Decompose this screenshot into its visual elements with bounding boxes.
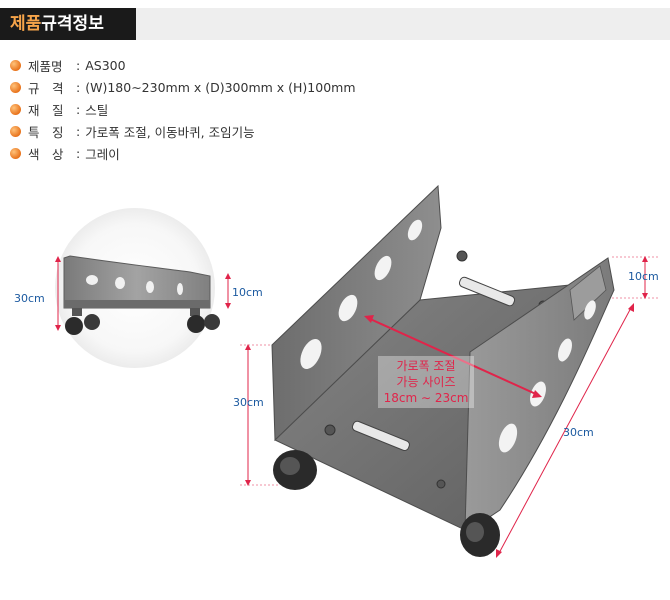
right-wall-flange bbox=[569, 265, 607, 321]
header-title: 제품규격정보 bbox=[0, 8, 136, 40]
label-main-depth-left: 30cm bbox=[233, 396, 264, 409]
left-wall bbox=[271, 184, 442, 442]
bullet-icon bbox=[10, 147, 21, 159]
header-title-accent: 제품 bbox=[10, 14, 42, 34]
arrow-head-icon bbox=[496, 549, 502, 558]
arrow-head-icon bbox=[225, 303, 231, 309]
bolt-icon bbox=[456, 250, 468, 262]
spec-value: 스틸 bbox=[85, 102, 109, 118]
callout-line-1: 가로폭 조절 bbox=[396, 359, 455, 373]
callout-line-2: 가능 사이즈 bbox=[396, 375, 455, 389]
caster-wheel bbox=[84, 314, 100, 330]
callout-backdrop bbox=[378, 356, 474, 408]
side-hole bbox=[146, 281, 154, 293]
spec-colon: : bbox=[76, 57, 81, 73]
spec-list: 제품명:AS300 규 격:(W)180∼230mm x (D)300mm x … bbox=[10, 54, 356, 164]
main-product-view: 가로폭 조절 가능 사이즈 18cm ∼ 23cm 10cm 30cm 30cm bbox=[233, 184, 660, 558]
spec-item-feature: 특 징:가로폭 조절, 이동바퀴, 조임기능 bbox=[10, 120, 356, 142]
spec-value: AS300 bbox=[85, 57, 126, 73]
label-main-depth-right: 30cm bbox=[563, 426, 594, 439]
adjust-slot bbox=[351, 420, 410, 452]
adjust-slot bbox=[458, 276, 516, 307]
caster-wheel bbox=[187, 315, 205, 333]
side-hole bbox=[115, 277, 125, 289]
spec-value: 그레이 bbox=[85, 146, 120, 162]
wall-hole bbox=[407, 219, 423, 241]
bullet-icon bbox=[10, 125, 21, 137]
side-hole bbox=[86, 275, 98, 285]
arrow-head-icon bbox=[642, 293, 648, 299]
spec-label: 색 상 bbox=[28, 146, 64, 162]
caster-hub bbox=[466, 522, 484, 542]
arrow-head-icon bbox=[532, 390, 542, 398]
arrow-head-icon bbox=[225, 273, 231, 279]
spec-label: 규 격 bbox=[28, 80, 64, 96]
bullet-icon bbox=[10, 81, 21, 93]
side-view-inset: 30cm 10cm bbox=[14, 208, 263, 368]
arrow-head-icon bbox=[628, 303, 634, 312]
spec-value: 가로폭 조절, 이동바퀴, 조임기능 bbox=[85, 124, 255, 140]
spec-item-size: 규 격:(W)180∼230mm x (D)300mm x (H)100mm bbox=[10, 76, 356, 98]
spec-colon: : bbox=[76, 79, 81, 95]
side-panel bbox=[63, 255, 211, 309]
bullet-icon bbox=[10, 59, 21, 71]
arrow-head-icon bbox=[245, 480, 251, 486]
caster-wheel bbox=[65, 317, 83, 335]
wall-hole bbox=[338, 294, 358, 322]
dimension-line bbox=[497, 305, 633, 556]
wall-hole bbox=[584, 300, 596, 320]
spec-item-color: 색 상:그레이 bbox=[10, 142, 356, 164]
caster-mount bbox=[190, 308, 200, 316]
spec-label: 특 징 bbox=[28, 124, 64, 140]
spec-label: 제품명 bbox=[28, 58, 63, 74]
callout-line-3: 18cm ∼ 23cm bbox=[384, 391, 469, 405]
wall-hole bbox=[374, 255, 392, 281]
label-side-height: 10cm bbox=[232, 286, 263, 299]
caster-hub bbox=[280, 457, 300, 475]
section-header: 제품규격정보 bbox=[0, 8, 670, 40]
bullet-icon bbox=[10, 103, 21, 115]
wall-hole bbox=[300, 339, 322, 369]
label-side-depth: 30cm bbox=[14, 292, 45, 305]
side-base-rail bbox=[64, 300, 210, 308]
spec-colon: : bbox=[76, 101, 81, 117]
arrow-head-icon bbox=[55, 325, 61, 331]
caster-wheel bbox=[204, 314, 220, 330]
label-main-height: 10cm bbox=[628, 270, 659, 283]
spec-item-material: 재 질:스틸 bbox=[10, 98, 356, 120]
bolt-icon bbox=[436, 479, 446, 489]
bolt-icon bbox=[324, 424, 336, 436]
spec-colon: : bbox=[76, 145, 81, 161]
spec-colon: : bbox=[76, 123, 81, 139]
spec-label: 재 질 bbox=[28, 102, 64, 118]
side-hole bbox=[177, 283, 183, 295]
wall-hole bbox=[558, 338, 572, 362]
wall-hole bbox=[498, 423, 518, 453]
width-arrow-line bbox=[367, 317, 539, 396]
arrow-head-icon bbox=[364, 315, 374, 323]
caster-mount bbox=[72, 308, 82, 316]
arrow-head-icon bbox=[55, 256, 61, 262]
arrow-head-icon bbox=[245, 344, 251, 350]
spec-value: (W)180∼230mm x (D)300mm x (H)100mm bbox=[85, 79, 356, 95]
header-title-rest: 규격정보 bbox=[41, 14, 104, 34]
spec-item-name: 제품명:AS300 bbox=[10, 54, 356, 76]
arrow-head-icon bbox=[642, 256, 648, 262]
